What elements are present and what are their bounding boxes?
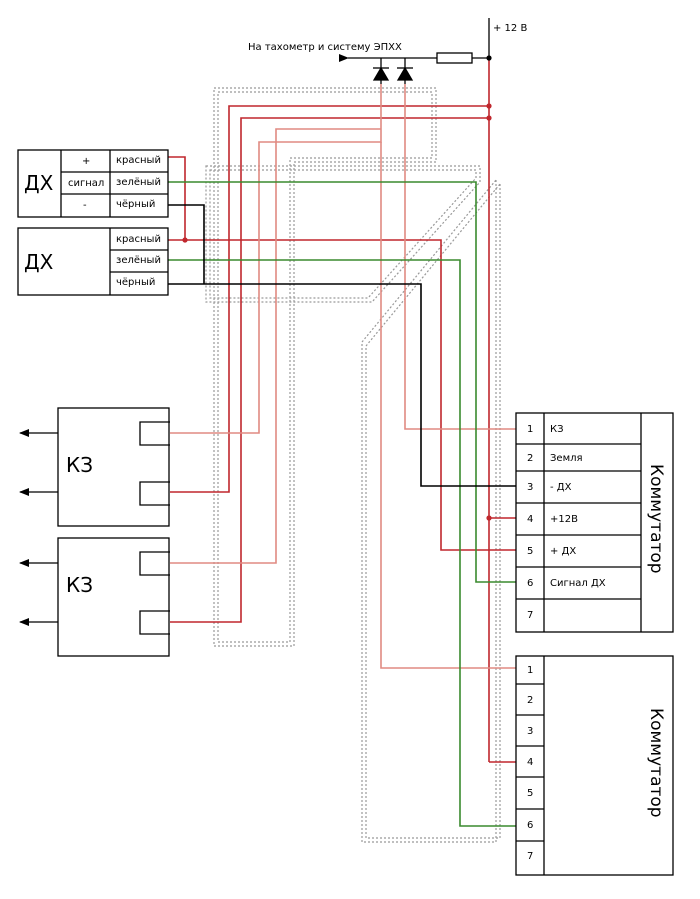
com1-pin3-label: - ДХ xyxy=(550,482,572,493)
dx1-wire-green: зелёный xyxy=(116,177,161,188)
wires-black xyxy=(168,204,516,487)
com1-pin6-label: Сигнал ДХ xyxy=(550,578,606,589)
com1-pin4-num: 4 xyxy=(527,514,533,525)
dx2-title: ДХ xyxy=(24,250,54,274)
dx2-wire-green: зелёный xyxy=(116,255,161,266)
dx1-wire-black: чёрный xyxy=(116,199,155,210)
com2-pin5: 5 xyxy=(527,788,533,799)
com2-pin1: 1 xyxy=(527,665,533,676)
com1-pin2-num: 2 xyxy=(527,453,533,464)
ignition-coil-1 xyxy=(19,407,170,527)
supply-label: + 12 В xyxy=(493,23,527,34)
com1-pin1-label: КЗ xyxy=(550,424,564,435)
com1-pin4-label: +12В xyxy=(550,514,578,525)
ignition-coil-2 xyxy=(19,537,170,657)
dx1-pin-signal: сигнал xyxy=(68,178,104,189)
com2-pin6: 6 xyxy=(527,820,533,831)
junction-dots xyxy=(182,103,492,521)
wires-pink xyxy=(170,84,516,669)
wires-green xyxy=(168,181,516,827)
diode-2 xyxy=(396,66,414,81)
commutator-2 xyxy=(515,655,674,876)
kz2-title: КЗ xyxy=(66,573,93,597)
com1-pin6-num: 6 xyxy=(527,578,533,589)
resistor xyxy=(436,52,473,64)
diode-1 xyxy=(372,66,390,81)
commutator-1 xyxy=(515,412,674,633)
com1-pin5-label: + ДХ xyxy=(550,546,576,557)
kz1-title: КЗ xyxy=(66,453,93,477)
dx1-wire-red: красный xyxy=(116,155,161,166)
com2-title: Коммутатор xyxy=(646,708,666,818)
com1-pin1-num: 1 xyxy=(527,424,533,435)
com2-pin2: 2 xyxy=(527,695,533,706)
com1-pin3-num: 3 xyxy=(527,482,533,493)
com1-pin5-num: 5 xyxy=(527,546,533,557)
hall-sensor-1 xyxy=(17,149,169,218)
com2-pin3: 3 xyxy=(527,726,533,737)
com1-pin2-label: Земля xyxy=(550,453,583,464)
dx2-wire-red: красный xyxy=(116,234,161,245)
dx2-wire-black: чёрный xyxy=(116,277,155,288)
com2-pin4: 4 xyxy=(527,757,533,768)
dx1-pin-minus: - xyxy=(83,200,87,211)
com1-title: Коммутатор xyxy=(646,464,666,574)
hall-sensor-2 xyxy=(17,227,169,296)
dx1-title: ДХ xyxy=(24,171,54,195)
tacho-label: На тахометр и систему ЭПХХ xyxy=(248,42,402,53)
com2-pin7: 7 xyxy=(527,851,533,862)
wire-harness xyxy=(205,87,501,843)
wires-red xyxy=(168,58,516,763)
dx1-pin-plus: + xyxy=(82,156,90,167)
com1-pin7-num: 7 xyxy=(527,610,533,621)
